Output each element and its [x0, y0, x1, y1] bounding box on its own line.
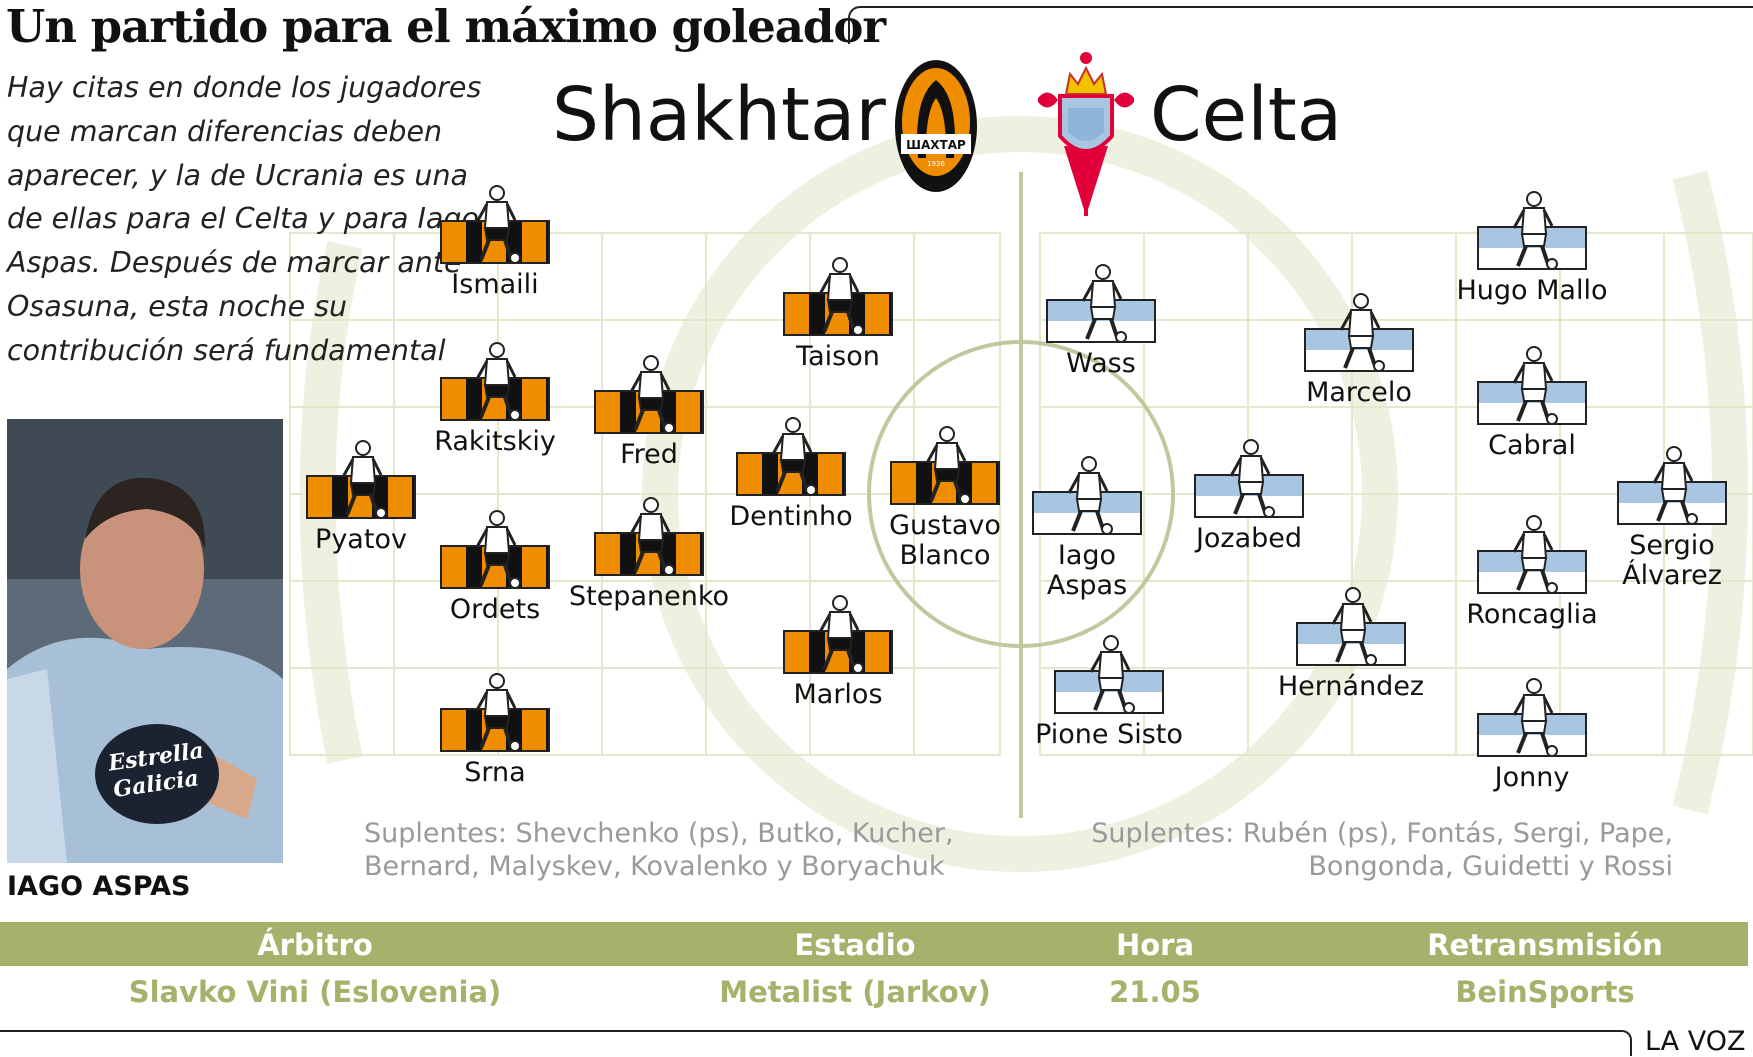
away-player-name: Hugo Mallo [1456, 275, 1608, 306]
away-team-name: Celta [1150, 72, 1343, 158]
home-player-name: Fred [620, 439, 678, 470]
player-figure-icon [808, 594, 868, 678]
home-player-shirt [440, 220, 550, 264]
player-figure-icon [808, 256, 868, 340]
info-header-stadium: Estadio [794, 928, 916, 962]
player-figure-icon [465, 341, 525, 425]
player-figure-icon [331, 439, 391, 523]
player-figure-icon [1079, 634, 1139, 718]
home-player-name: Ordets [449, 594, 541, 625]
title-rule [848, 6, 1753, 44]
svg-text:1936: 1936 [927, 160, 945, 168]
shakhtar-crest-icon: ШАХТАР 1936 [895, 60, 977, 192]
player-photo: Estrella Galicia [7, 419, 283, 863]
away-player-name: Jozabed [1195, 523, 1303, 554]
player-figure-icon [1502, 514, 1562, 598]
home-player-name: Gustavo Blanco [889, 510, 1001, 571]
player-figure-icon [1502, 190, 1562, 274]
info-value-stadium: Metalist (Jarkov) [719, 975, 991, 1009]
info-value-referee: Slavko Vini (Eslovenia) [128, 975, 502, 1009]
away-player-name: Sergio Álvarez [1622, 530, 1722, 591]
player-figure-icon [465, 509, 525, 593]
celta-crest-icon [1038, 52, 1134, 216]
player-figure-icon [619, 354, 679, 438]
away-player-name: Hernández [1277, 671, 1425, 702]
info-value-broadcast: BeinSports [1455, 975, 1635, 1009]
player-figure-icon [1502, 677, 1562, 761]
player-figure-icon [1642, 445, 1702, 529]
away-player-name: Wass [1066, 348, 1136, 379]
player-figure-icon [1321, 586, 1381, 670]
home-player-name: Dentinho [729, 501, 853, 532]
player-figure-icon [761, 416, 821, 500]
away-player-name: Pione Sisto [1035, 719, 1183, 750]
footer-rule [0, 1030, 1632, 1056]
home-player-name: Ismaili [451, 269, 539, 300]
intro-text: Hay citas en donde los jugadores que mar… [7, 71, 482, 367]
player-figure-icon [465, 672, 525, 756]
brand-logo: LA VOZ [1645, 1026, 1746, 1057]
player-figure-icon [1502, 345, 1562, 429]
player-figure-icon [465, 184, 525, 268]
home-team-name: Shakhtar [552, 72, 886, 158]
away-player-name: Iago Aspas [1046, 540, 1128, 601]
player-figure-icon [1329, 292, 1389, 376]
away-player-name: Cabral [1488, 430, 1576, 461]
home-player-name: Stepanenko [568, 581, 730, 612]
home-subs: Suplentes: Shevchenko (ps), Butko, Kuche… [364, 818, 954, 882]
away-subs: Suplentes: Rubén (ps), Fontás, Sergi, Pa… [1091, 818, 1673, 882]
away-player-name: Roncaglia [1466, 599, 1598, 630]
home-player-shirt [890, 461, 1000, 505]
player-figure-icon [1057, 455, 1117, 539]
player-figure-icon [1219, 438, 1279, 522]
home-player-name: Rakitskiy [434, 426, 556, 457]
photo-caption: IAGO ASPAS [7, 871, 191, 902]
info-header-broadcast: Retransmisión [1427, 928, 1663, 962]
info-header-time: Hora [1115, 928, 1195, 962]
player-figure-icon [619, 496, 679, 580]
away-player-name: Marcelo [1306, 377, 1412, 408]
player-figure-icon [915, 425, 975, 509]
away-player-name: Jonny [1494, 762, 1570, 793]
info-value-time: 21.05 [1109, 975, 1201, 1009]
home-player-name: Srna [464, 757, 526, 788]
home-player-name: Pyatov [315, 524, 407, 555]
home-player-name: Marlos [793, 679, 883, 710]
page-title: Un partido para el máximo goleador [6, 0, 886, 53]
info-bar [0, 922, 1748, 966]
svg-text:ШАХТАР: ШАХТАР [906, 138, 966, 152]
home-player-name: Taison [796, 341, 880, 372]
player-figure-icon [1071, 263, 1131, 347]
info-header-referee: Árbitro [257, 928, 373, 962]
